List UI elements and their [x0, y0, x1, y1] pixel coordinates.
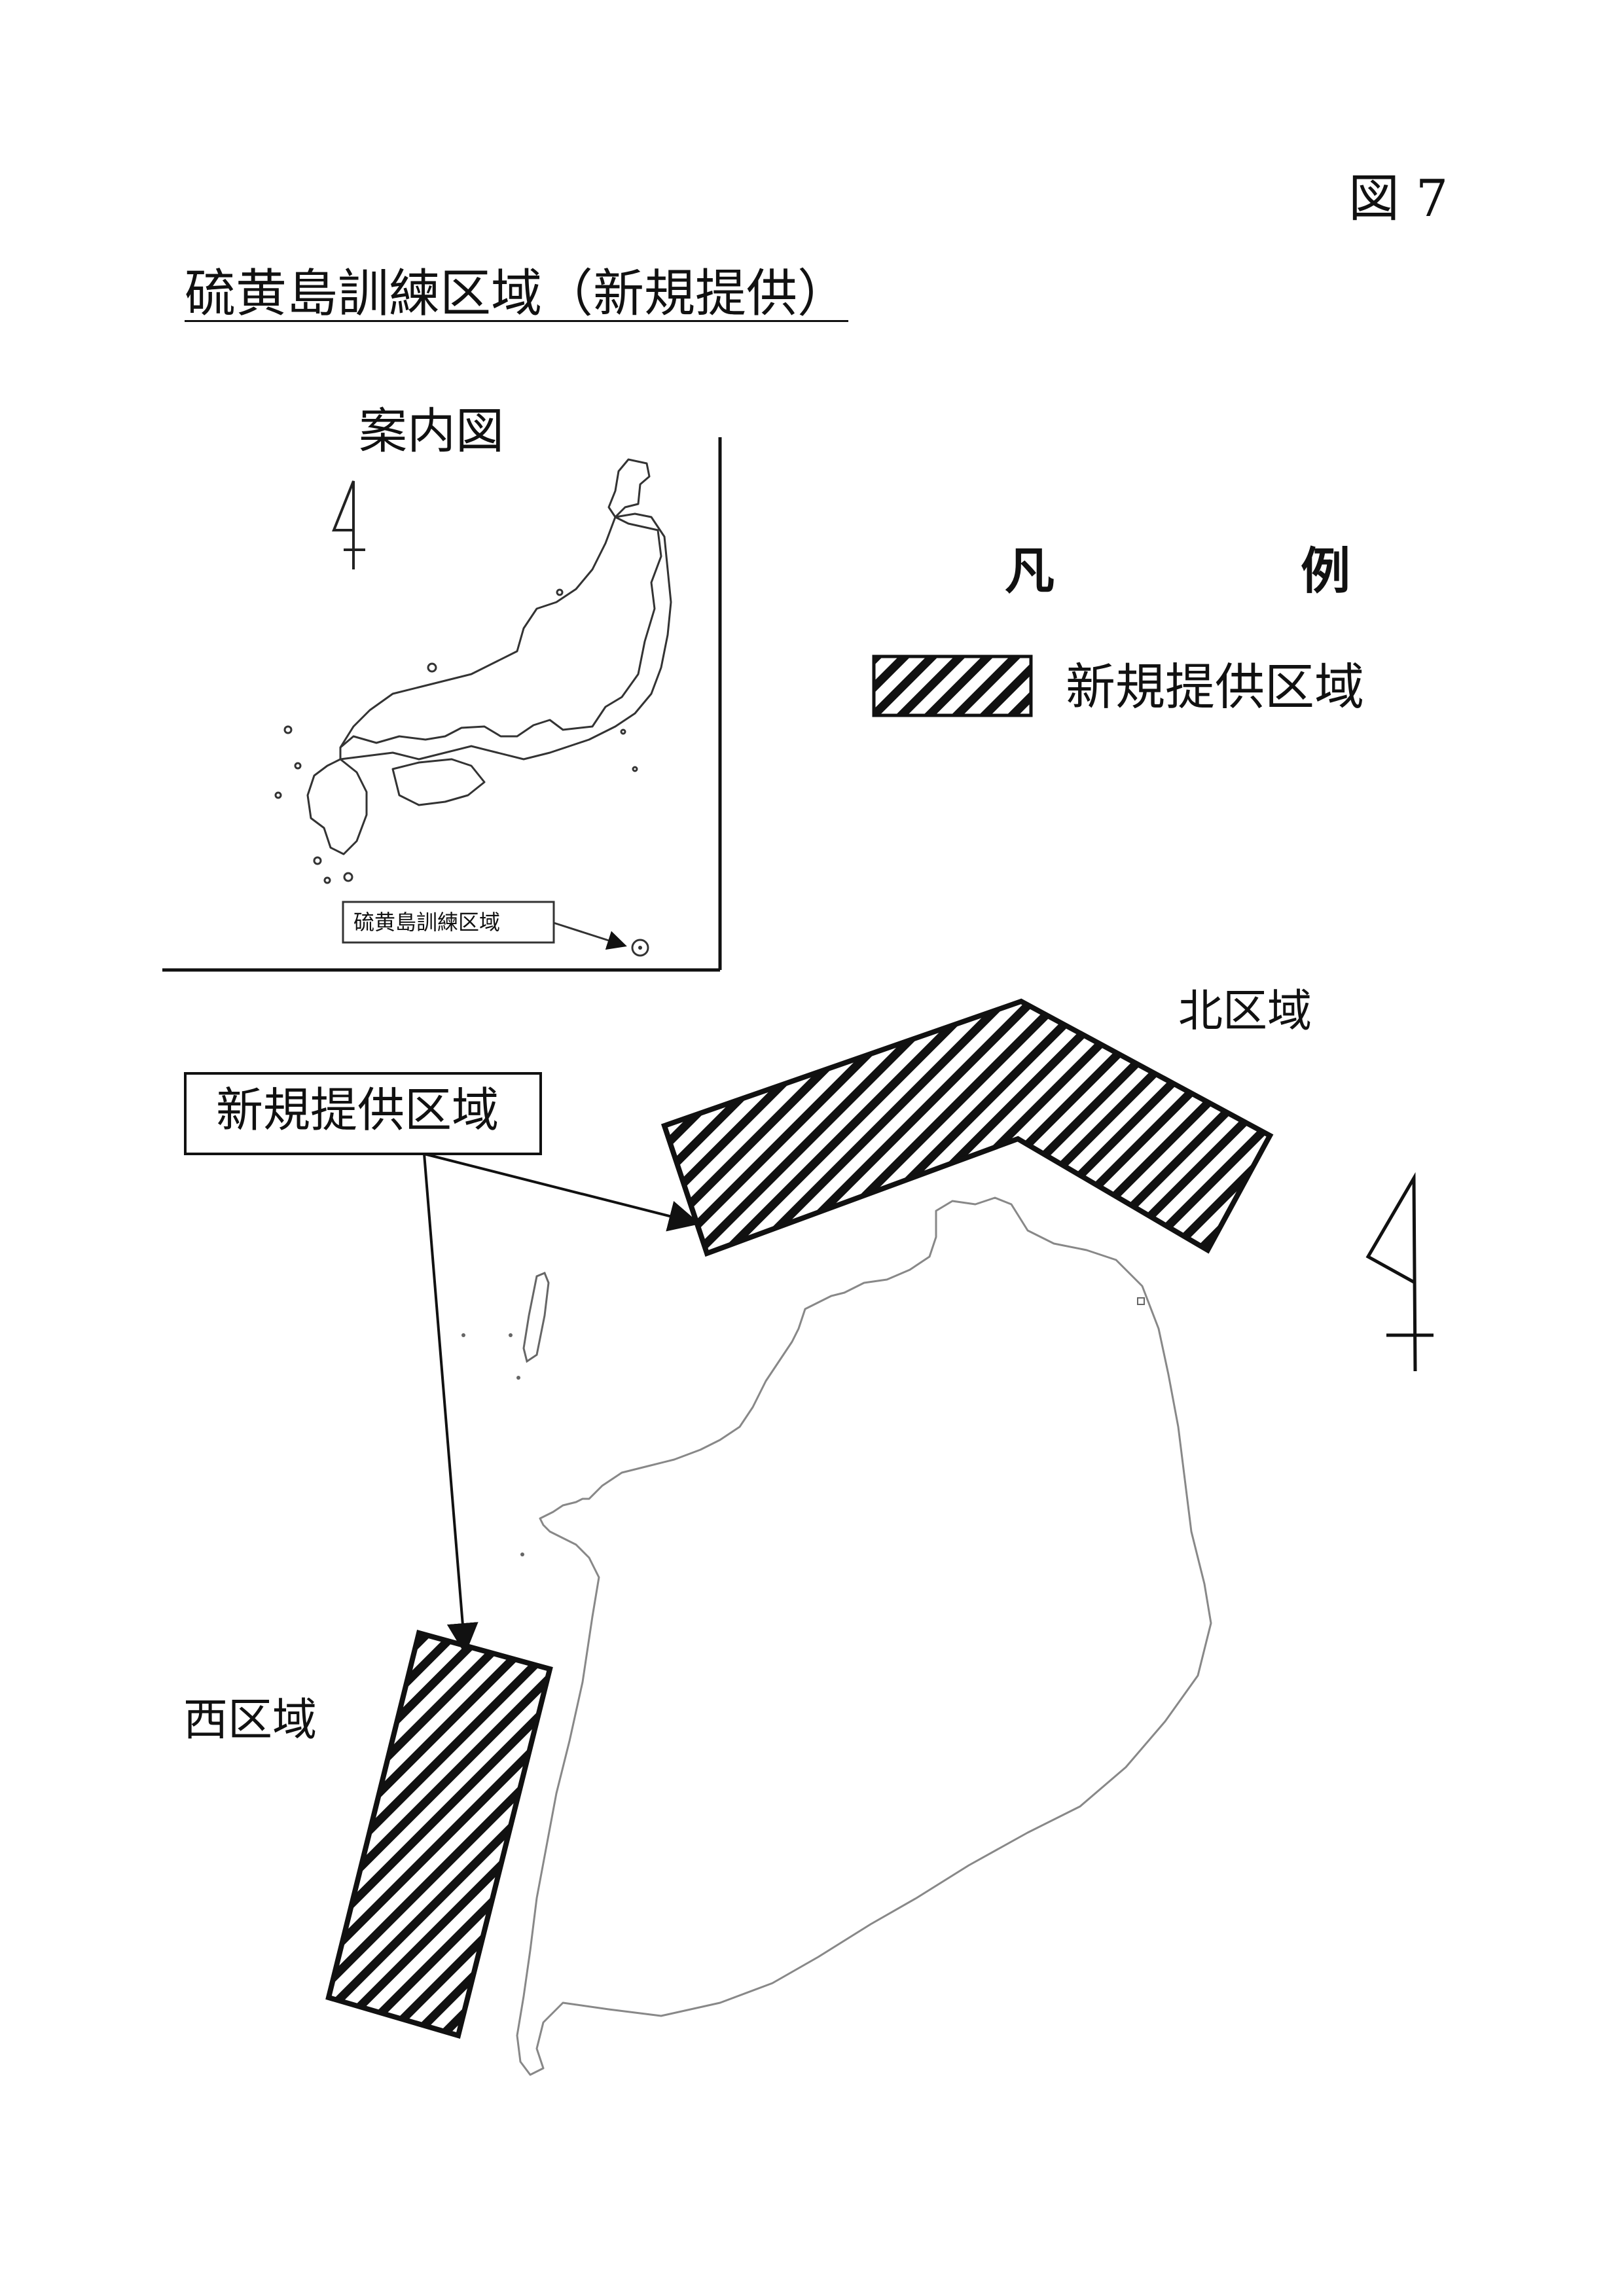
islet-dot: [516, 1376, 520, 1380]
north-arrow-icon: [332, 480, 365, 569]
figure-number: 図 7: [1348, 170, 1449, 228]
inset-callout-label: 硫黄島訓練区域: [353, 910, 501, 935]
north-arrow-icon: [1365, 1172, 1434, 1372]
west-area-hatched[interactable]: [325, 1630, 553, 2039]
north-area-label[interactable]: 北区域: [1178, 986, 1312, 1037]
callout-arrow-west: [423, 1153, 478, 1655]
main-callout-label: 新規提供区域: [216, 1083, 499, 1138]
legend-title: 凡 例: [1005, 542, 1449, 600]
callout-arrow-north: [424, 1153, 700, 1232]
islet-dot: [1137, 1297, 1145, 1305]
inset-callout-arrow: [553, 922, 627, 950]
legend-hatch-swatch: [872, 655, 1033, 717]
page-title: 硫黄島訓練区域（新規提供）: [185, 264, 849, 323]
inset-map-frame: [162, 437, 722, 972]
legend-item-label: 新規提供区域: [1066, 658, 1364, 716]
inset-callout-box: [342, 901, 555, 944]
main-callout-box: [184, 1072, 542, 1155]
inset-map-label: 案内図: [359, 403, 504, 459]
islet-dot: [509, 1333, 513, 1337]
west-area-label[interactable]: 西区域: [183, 1695, 317, 1746]
islet-outline: [522, 1272, 550, 1363]
iwo-jima-outline: [516, 1196, 1212, 2076]
japan-outline: [274, 458, 672, 884]
north-area-hatched[interactable]: [660, 998, 1274, 1257]
iwo-jima-marker-icon: [631, 939, 649, 957]
islet-dot: [520, 1552, 524, 1556]
islet-dot: [461, 1333, 465, 1337]
